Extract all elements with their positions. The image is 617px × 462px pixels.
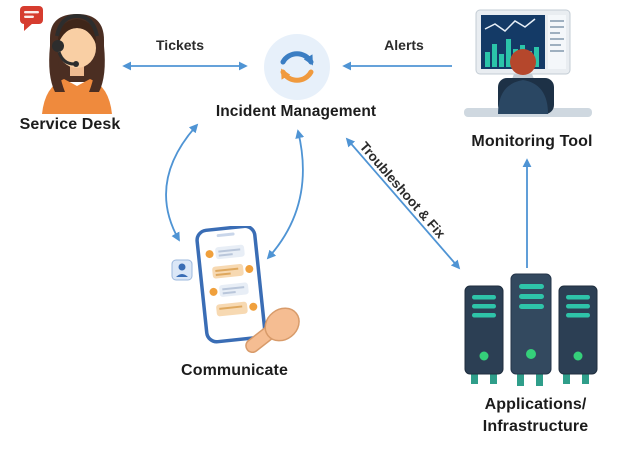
- alerts-edge-label: Alerts: [384, 37, 424, 53]
- tickets-edge-label: Tickets: [156, 37, 204, 53]
- pointing-hand: [245, 307, 300, 354]
- troubleshoot-fix-arrow: [345, 137, 461, 270]
- applications-label-line1: Applications/: [484, 396, 587, 413]
- analyst-at-monitor-icon: [464, 9, 592, 117]
- phone-chat-hand-icon: [171, 224, 300, 354]
- communicate-node: [156, 224, 311, 361]
- red-chat-bubble-icon: [20, 6, 43, 31]
- support-agent-icon: [20, 6, 112, 114]
- applications-infrastructure-node: [461, 270, 601, 390]
- server-rack-icon: [464, 273, 598, 386]
- incident-management-node: [262, 32, 332, 102]
- applications-infrastructure-label: Applications/ Infrastructure: [458, 394, 613, 437]
- applications-label-line2: Infrastructure: [482, 417, 589, 435]
- communicate-curve-right-arrow: [266, 129, 305, 260]
- contact-badge-icon: [171, 259, 193, 281]
- communicate-curve-left-arrow: [165, 123, 199, 242]
- incident-management-label: Incident Management: [215, 103, 377, 120]
- monitoring-tool-node: [462, 4, 594, 130]
- refresh-cycle-icon: [264, 34, 330, 100]
- service-desk-label: Service Desk: [19, 116, 121, 133]
- service-desk-node: [14, 6, 126, 114]
- monitoring-tool-label: Monitoring Tool: [471, 133, 593, 150]
- communicate-label: Communicate: [181, 362, 288, 379]
